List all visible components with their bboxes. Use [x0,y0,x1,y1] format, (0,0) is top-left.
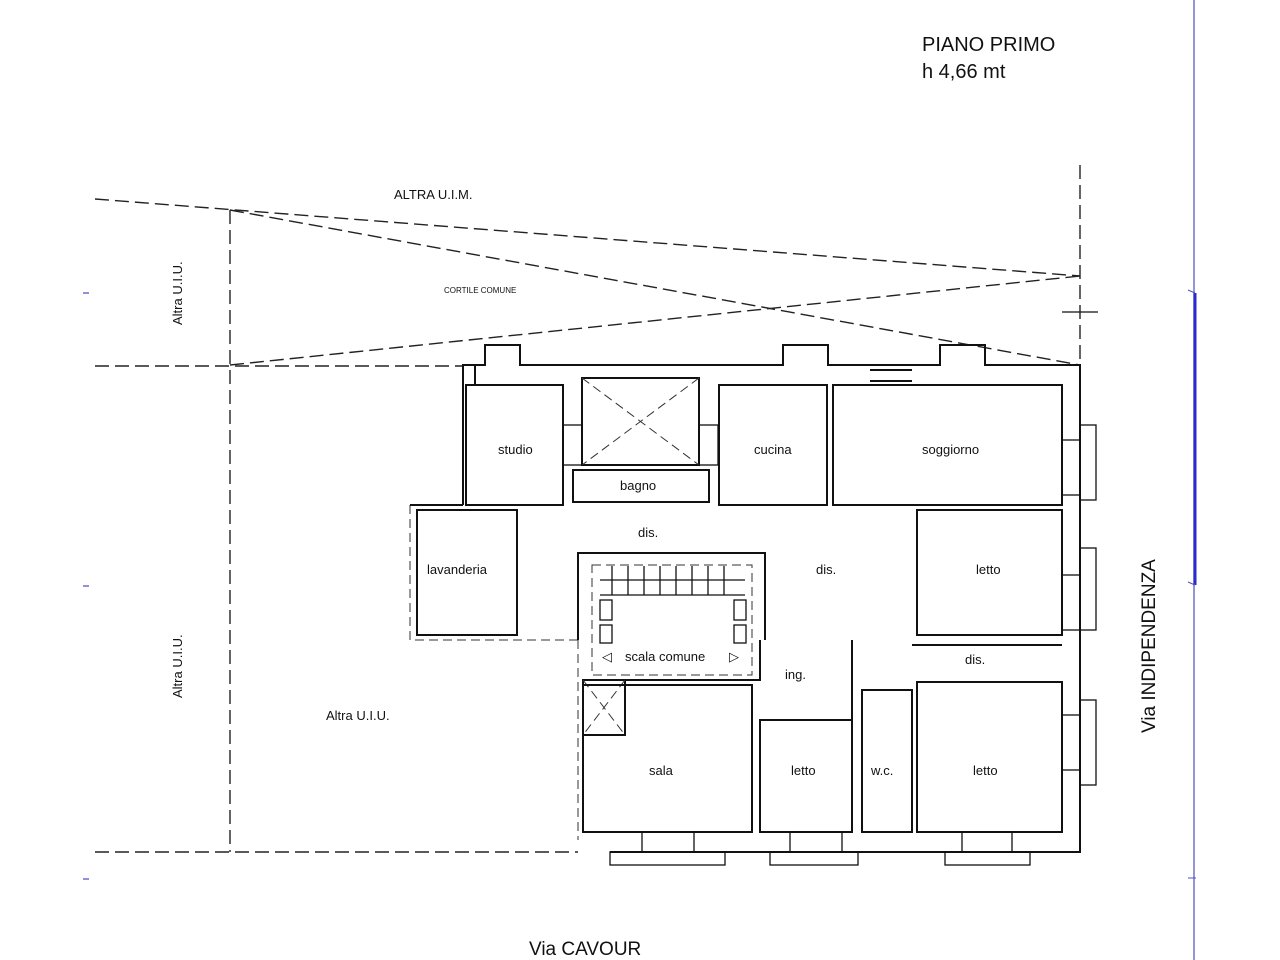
label-altra-uiu-3: Altra U.I.U. [326,708,390,723]
label-cucina: cucina [754,442,792,457]
title-floor: PIANO PRIMO [922,34,1055,56]
room-bagno [572,469,710,503]
room-lavanderia [416,509,518,636]
label-ing: ing. [785,667,806,682]
label-altra-uiu-2: Altra U.I.U. [170,634,185,698]
label-letto-3: letto [973,763,998,778]
arrow-right-icon: ▷ [729,649,739,664]
label-cortile: CORTILE COMUNE [444,286,516,295]
label-scala-comune: scala comune [625,649,705,664]
label-bagno: bagno [620,478,656,493]
label-letto-1: letto [976,562,1001,577]
label-altra-uim: ALTRA U.I.M. [394,187,473,202]
room-wc [861,689,913,833]
outer-walls [410,344,1081,853]
arrow-left-icon: ◁ [602,649,612,664]
label-dis-1: dis. [638,525,658,540]
title-height: h 4,66 mt [922,61,1006,83]
room-sala [582,684,753,833]
stair-void [581,377,700,466]
windows [562,424,1097,866]
label-altra-uiu-1: Altra U.I.U. [170,261,185,325]
label-wc: w.c. [870,763,893,778]
label-soggiorno: soggiorno [922,442,979,457]
vertical-scrollbar[interactable] [1187,0,1197,960]
room-cucina [718,384,828,506]
boundary-lines [94,165,1098,853]
label-lavanderia: lavanderia [427,562,488,577]
label-via-indipendenza: Via INDIPENDENZA [1139,559,1160,733]
label-dis-2: dis. [816,562,836,577]
label-letto-2: letto [791,763,816,778]
label-via-cavour: Via CAVOUR [529,939,641,960]
label-dis-3: dis. [965,652,985,667]
margin-ticks [83,292,89,880]
stair-flight [591,564,753,676]
room-letto-1 [916,509,1063,636]
stair-steps [599,566,747,644]
label-studio: studio [498,442,533,457]
room-letto-3 [916,681,1063,833]
label-sala: sala [649,763,674,778]
